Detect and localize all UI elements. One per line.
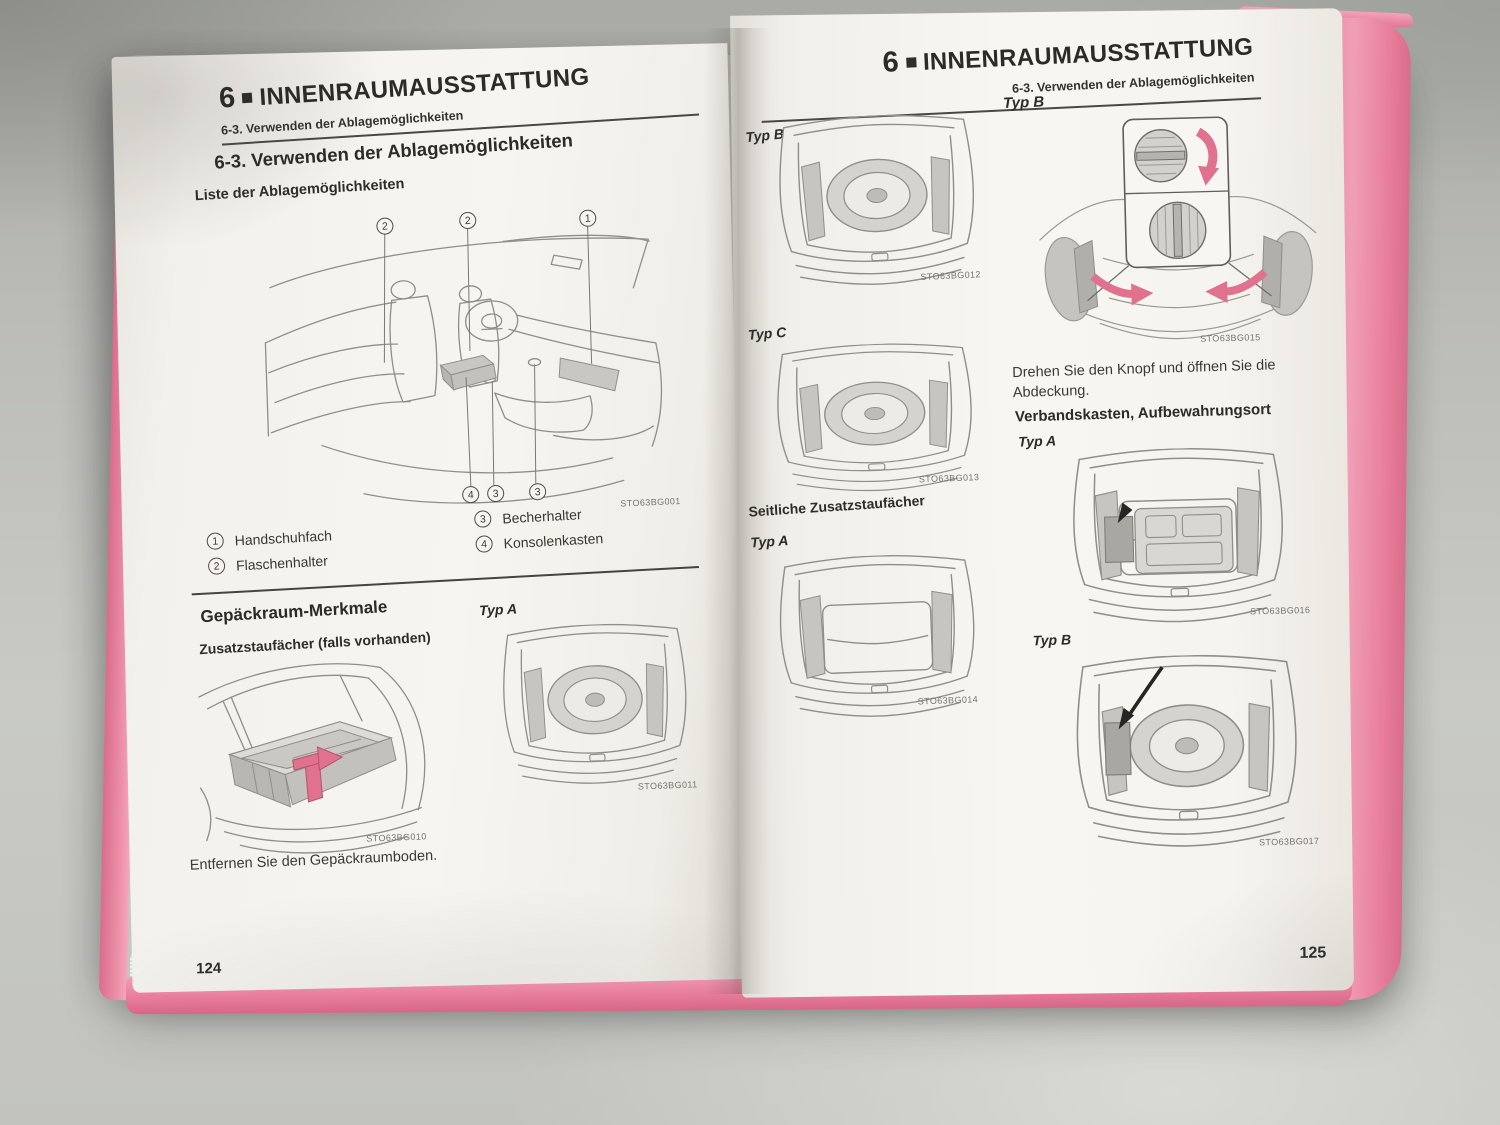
figure-interior-overview: 2 2 1 4 3 3 STO63BG001 (252, 190, 686, 538)
figure-first-aid-typ-a: STO63BG016 (1026, 444, 1331, 630)
typ-a-label: Typ A (749, 532, 789, 551)
typ-a-label: Typ A (478, 600, 518, 619)
pink-arrow-icon (1205, 269, 1268, 304)
luggage-heading: Gepäckraum-Merkmale (199, 597, 388, 627)
rotate-arrow-icon (1195, 127, 1220, 186)
legend-label: Becherhalter (501, 505, 582, 526)
callout-circle: 3 (473, 510, 492, 528)
list-heading: Liste der Ablagemöglichkeiten (194, 176, 405, 205)
black-arrow-icon (1117, 461, 1161, 524)
legend-item: 4 Konsolenkasten (475, 529, 604, 553)
legend-item: 1 Handschuhfach (206, 526, 333, 551)
chapter-number: 6 (881, 46, 900, 79)
trunk-tray-drawing (198, 663, 426, 854)
callout-circle: 1 (206, 532, 225, 551)
figure-knob-covers: STO63BG015 (1025, 102, 1331, 350)
chapter-title: INNENRAUMAUSSTATTUNG (922, 33, 1254, 76)
subcompartment-heading: Zusatzstaufächer (falls vorhanden) (198, 628, 432, 658)
figure-trunk-typ-b: STO63BG012 (753, 104, 1001, 301)
instruction-text: Drehen Sie den Knopf und öffnen Sie die … (1012, 357, 1276, 402)
legend-column-1: 1 Handschuhfach 2 Flaschenhalter (206, 526, 334, 583)
legend-column-2: 3 Becherhalter 4 Konsolenkasten (473, 504, 604, 561)
legend-label: Konsolenkasten (503, 529, 604, 551)
figure-code: STO63BG016 (1249, 604, 1311, 617)
callout-circle: 2 (207, 557, 226, 576)
pink-arrow-icon (292, 746, 344, 803)
black-arrow-icon (1118, 666, 1164, 730)
pink-arrow-icon (1090, 273, 1154, 306)
trunk-drawing (1026, 444, 1331, 630)
figure-trunk-typ-c: STO63BG013 (752, 339, 998, 500)
chapter-number: 6 (218, 81, 237, 115)
legend-item: 2 Flaschenhalter (207, 551, 334, 576)
legend-label: Handschuhfach (234, 526, 333, 549)
page-number-left: 124 (195, 959, 222, 978)
page-number-right: 125 (1299, 944, 1327, 962)
legend-label: Flaschenhalter (235, 552, 329, 574)
figure-trunk-typ-a: STO63BG011 (479, 610, 712, 804)
figure-code: STO63BG015 (1200, 332, 1261, 344)
chapter-marker-icon (242, 92, 253, 104)
knob-drawing (1039, 116, 1317, 340)
interior-line-drawing (264, 225, 663, 504)
trunk-drawing (1037, 651, 1338, 857)
trunk-drawing (479, 610, 712, 804)
first-aid-heading: Verbandskasten, Aufbewahrungsort (1014, 400, 1272, 426)
callout-circle: 4 (475, 535, 494, 553)
typ-b-label: Typ B (1032, 631, 1072, 649)
figure-trunk-tray: STO63BG010 (188, 656, 444, 861)
figure-code: STO63BG017 (1258, 835, 1320, 848)
figure-trunk-side-typ-a: STO63BG014 (755, 549, 1001, 726)
typ-c-label: Typ C (747, 323, 787, 343)
figure-first-aid-typ-b: STO63BG017 (1037, 651, 1338, 857)
chapter-marker-icon (905, 57, 917, 68)
typ-a-label: Typ A (1018, 432, 1057, 450)
